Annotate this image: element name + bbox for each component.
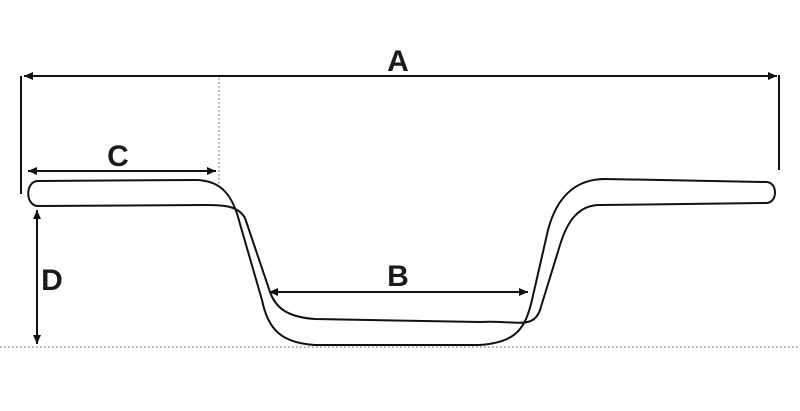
dimension-a-label: A bbox=[387, 45, 409, 78]
handlebar-outline bbox=[27, 178, 776, 346]
dimension-d-label: D bbox=[41, 264, 63, 297]
dimension-c-label: C bbox=[107, 140, 129, 173]
dimension-b-label: B bbox=[387, 260, 409, 293]
